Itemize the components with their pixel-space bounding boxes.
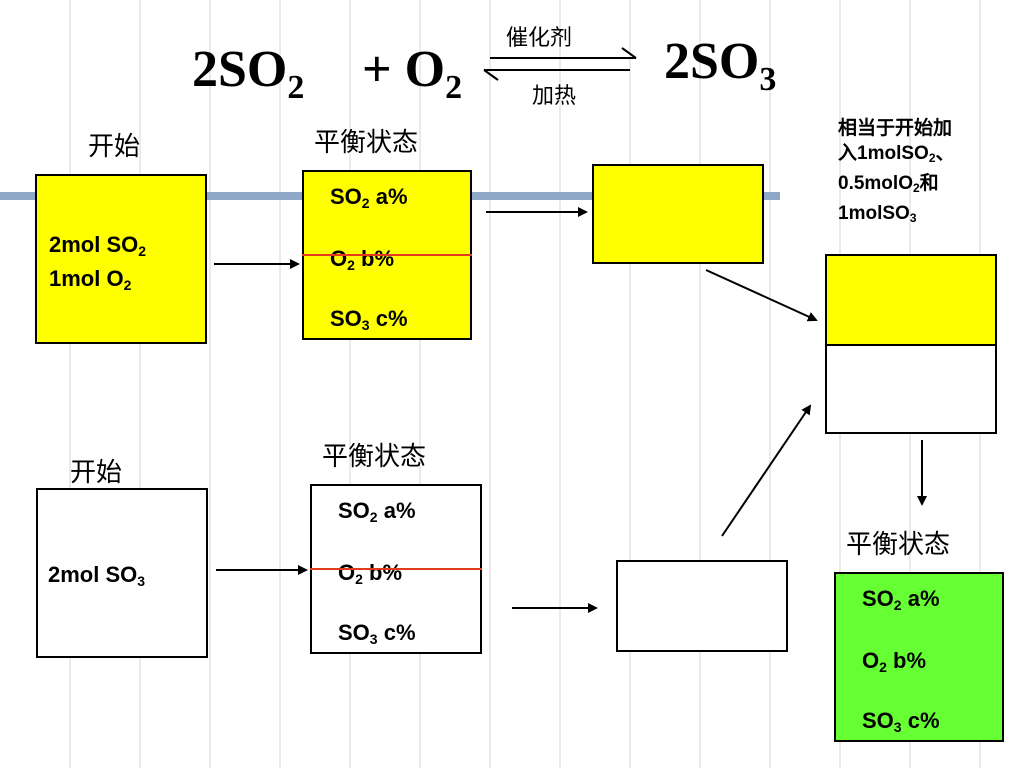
bottom-start-box: 2mol SO3 [36,488,208,658]
bottom-eq-label: 平衡状态 [322,442,427,472]
equilibrium-arrow [483,47,637,81]
equation-right: 2SO3 [664,36,776,97]
top-eq-so3: SO3 c% [330,306,408,333]
product-so3: 2SO [664,33,760,90]
note-line4: 1molSO3 [838,203,917,225]
top-start-line1: 2mol SO2 [49,232,147,259]
reactant-so2: 2SO [192,41,288,98]
reactant-o2-sub: 2 [445,69,463,106]
final-eq-so3: SO3 c% [862,708,940,735]
heat-label: 加热 [532,84,577,109]
bottom-eq-so2: SO2 a% [338,498,416,525]
top-eq-so2: SO2 a% [330,184,408,211]
top-divider-line [302,254,472,256]
equivalence-note: 相当于开始加 入1molSO2、 0.5molO2和 1molSO3 [838,116,955,231]
top-start-box: 2mol SO2 1mol O2 [35,174,207,344]
top-start-line2: 1mol O2 [49,266,132,293]
bottom-right-box [616,560,788,652]
note-line1: 相当于开始加 [838,118,953,139]
reactant-so2-sub: 2 [287,69,305,106]
product-so3-sub: 3 [759,61,777,98]
reactant-o2: + O [362,41,446,98]
top-right-box [592,164,764,264]
bottom-eq-so3: SO3 c% [338,620,416,647]
final-eq-label: 平衡状态 [846,530,951,560]
bottom-start-label: 开始 [70,458,123,488]
top-to-combined-arrow [705,269,818,322]
top-start-label: 开始 [88,132,141,162]
equation-plus-o2: + O2 [362,44,462,105]
combined-yellow-part [827,256,995,346]
note-line2: 入1molSO2、 [838,143,955,165]
top-eq-label: 平衡状态 [314,128,419,158]
equation-left: 2SO2 [192,44,304,105]
bottom-eq-o2: O2 b% [338,560,403,587]
final-eq-so2: SO2 a% [862,586,940,613]
bottom-divider-line [310,568,482,570]
final-eq-box: SO2 a% O2 b% SO3 c% [834,572,1004,742]
bottom-start-line1: 2mol SO3 [48,562,146,589]
note-line3: 0.5molO2和 [838,173,939,195]
combined-container [825,254,997,434]
final-eq-o2: O2 b% [862,648,927,675]
bottom-to-combined-arrow [721,404,812,537]
catalyst-label: 催化剂 [506,26,573,51]
top-eq-o2: O2 b% [330,246,395,273]
